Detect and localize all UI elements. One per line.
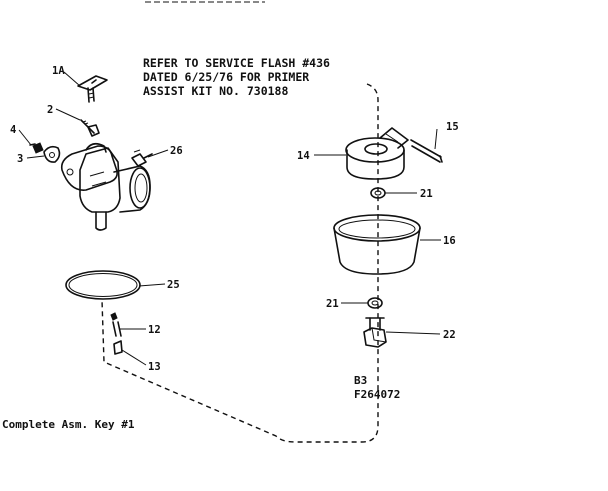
part-25-o-ring xyxy=(65,270,141,300)
key-16: 16 xyxy=(443,235,456,247)
leader-lines xyxy=(18,71,441,366)
part-4-screw xyxy=(29,142,44,154)
part-2-screw xyxy=(80,119,100,137)
key-12: 12 xyxy=(148,324,161,336)
part-22-bolt xyxy=(363,317,387,348)
key-4: 4 xyxy=(10,124,16,136)
part-21-washer-lower xyxy=(367,297,383,309)
service-note-line-3: ASSIST KIT NO. 730188 xyxy=(143,84,288,98)
service-note-line-1: REFER TO SERVICE FLASH #436 xyxy=(143,56,330,70)
key-14: 14 xyxy=(297,150,310,162)
key-3: 3 xyxy=(17,153,23,165)
key-21-upper: 21 xyxy=(420,188,433,200)
drawing-code-line-1: B3 xyxy=(354,374,367,387)
part-16-float-bowl xyxy=(333,214,421,275)
drawing-code-line-2: F264072 xyxy=(354,388,400,401)
key-13: 13 xyxy=(148,361,161,373)
service-note: REFER TO SERVICE FLASH #436 DATED 6/25/7… xyxy=(143,56,330,98)
key-1a: 1A xyxy=(52,65,65,77)
part-3-gasket xyxy=(43,145,61,163)
carburetor-body xyxy=(60,142,151,231)
key-15: 15 xyxy=(446,121,459,133)
part-26-fitting xyxy=(131,149,153,167)
drawing-code: B3 F264072 xyxy=(354,374,400,401)
key-26: 26 xyxy=(170,145,183,157)
part-15-pin xyxy=(410,139,443,163)
assembly-dashed-line xyxy=(101,83,379,443)
key-22: 22 xyxy=(443,329,456,341)
key-numbers: 1A 2 4 3 26 25 12 13 14 15 21 16 21 22 xyxy=(10,65,459,373)
key-21-lower: 21 xyxy=(326,298,339,310)
key-2: 2 xyxy=(47,104,53,116)
part-13-clip xyxy=(113,340,123,355)
part-14-primer-bulb xyxy=(345,127,409,180)
part-12-pins xyxy=(110,312,122,337)
complete-assembly-caption: Complete Asm. Key #1 xyxy=(2,418,135,431)
service-note-line-2: DATED 6/25/76 FOR PRIMER xyxy=(143,70,309,84)
part-1a-primer-bracket xyxy=(77,75,108,103)
key-25: 25 xyxy=(167,279,180,291)
